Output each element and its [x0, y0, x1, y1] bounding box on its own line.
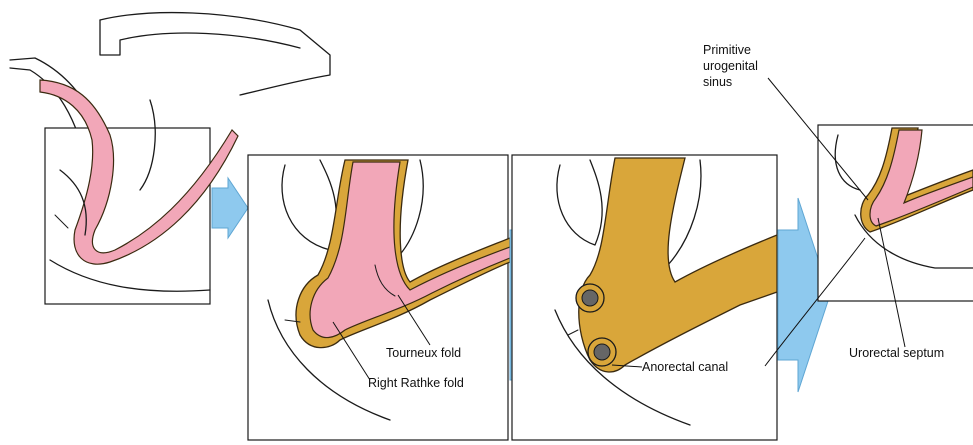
label-primitive-line-2: urogenital — [703, 59, 758, 73]
panel-4 — [818, 125, 973, 301]
label-right-rathke-fold: Right Rathke fold — [368, 376, 464, 390]
arrow-1 — [212, 178, 248, 238]
panel-2 — [248, 155, 510, 440]
panel-3 — [512, 155, 777, 440]
label-primitive-line-1: Primitive — [703, 43, 751, 57]
label-anorectal-canal: Anorectal canal — [642, 360, 728, 374]
panel-1-frame — [45, 128, 210, 304]
label-tourneux-fold: Tourneux fold — [386, 346, 461, 360]
label-primitive-line-3: sinus — [703, 75, 732, 89]
label-urorectal-septum: Urorectal septum — [849, 346, 944, 360]
